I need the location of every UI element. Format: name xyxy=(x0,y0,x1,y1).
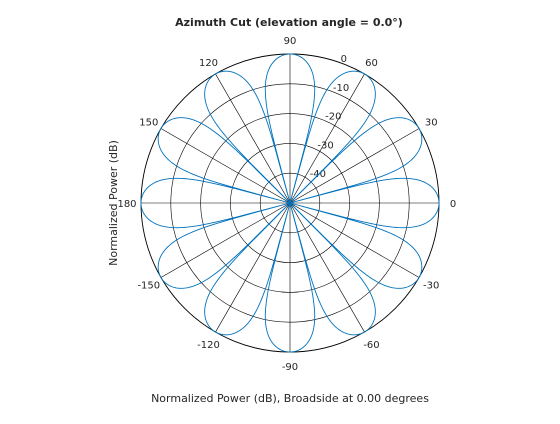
angle-spoke xyxy=(289,73,365,204)
radial-tick-label: -10 xyxy=(333,83,349,94)
radial-tick-label: 0 xyxy=(341,54,347,65)
angle-spoke xyxy=(289,128,420,204)
angle-spoke xyxy=(160,202,291,278)
angle-spoke xyxy=(289,202,365,333)
angle-spoke xyxy=(215,202,291,333)
radial-tick-label: -20 xyxy=(325,112,341,123)
range-ring xyxy=(230,143,350,263)
angle-tick-label: 180 xyxy=(117,199,136,210)
angle-tick-label: -120 xyxy=(197,340,220,351)
angle-tick-label: -60 xyxy=(363,340,379,351)
angle-tick-label: -90 xyxy=(282,362,298,373)
range-ring xyxy=(259,172,321,234)
angle-tick-label: 60 xyxy=(365,58,378,69)
x-axis-label: Normalized Power (dB), Broadside at 0.00… xyxy=(151,392,429,405)
angle-tick-label: 120 xyxy=(199,58,218,69)
radial-tick-label: -30 xyxy=(317,140,333,151)
tick-labels: 0 30 60 90 120 150 180 -150 -120 -90 -60 -30 0 -10 -20… xyxy=(117,36,456,373)
angle-spoke xyxy=(215,73,291,204)
angle-spoke xyxy=(160,128,291,204)
angle-tick-label: 0 xyxy=(450,199,456,210)
angle-tick-label: 30 xyxy=(425,118,438,129)
angle-tick-label: -150 xyxy=(137,281,160,292)
angle-spoke xyxy=(289,202,420,278)
y-axis-label: Normalized Power (dB) xyxy=(107,140,120,266)
angle-tick-label: -30 xyxy=(423,281,439,292)
data-traces xyxy=(140,53,440,353)
range-ring xyxy=(170,83,410,323)
chart-title: Azimuth Cut (elevation angle = 0.0°) xyxy=(175,16,403,29)
angle-tick-label: 90 xyxy=(284,36,297,47)
range-ring xyxy=(200,113,380,293)
pattern-series-line xyxy=(140,53,440,353)
angle-tick-label: 150 xyxy=(139,118,158,129)
